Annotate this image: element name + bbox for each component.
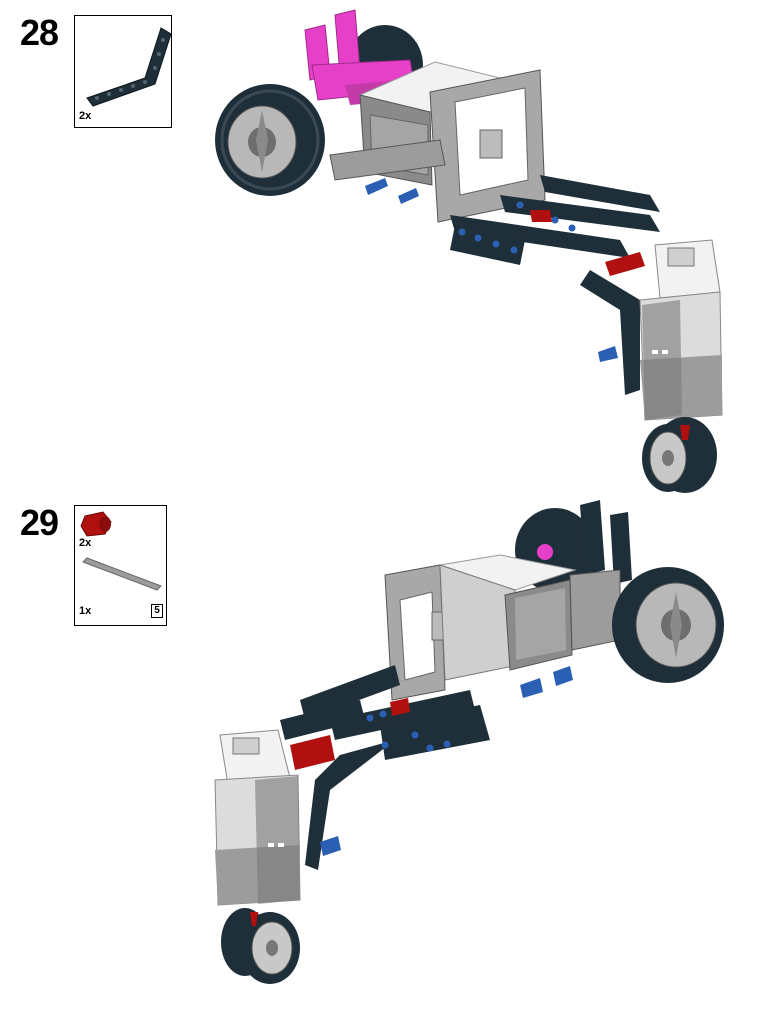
dark-beams-icon — [280, 665, 490, 870]
parts-callout: 2x 1x 5 — [74, 505, 167, 626]
robot-model-step-28 — [215, 9, 723, 493]
part-quantity: 1x — [79, 605, 92, 617]
axle-length-badge: 5 — [151, 604, 163, 618]
dark-beams-icon — [450, 175, 660, 395]
red-connector-icon — [530, 210, 645, 276]
part-quantity: 2x — [79, 110, 92, 122]
parts-callout: 2x — [74, 15, 172, 128]
small-wheel-icon — [642, 417, 717, 493]
red-connector-icon — [290, 698, 410, 770]
motor-block-icon — [439, 554, 621, 681]
l-beam-icon — [86, 27, 171, 107]
part-quantity: 2x — [79, 537, 92, 549]
blue-pin-icon — [365, 178, 419, 204]
small-wheel-icon — [221, 908, 300, 984]
medium-motor-icon — [214, 729, 301, 906]
red-bushing-icon — [80, 511, 112, 537]
frame-icon — [429, 69, 546, 223]
big-wheel-icon — [215, 84, 325, 196]
medium-motor-icon — [639, 239, 723, 421]
big-wheel-icon — [612, 567, 724, 683]
axle-icon — [82, 557, 162, 591]
step-number: 29 — [20, 502, 59, 543]
step-number: 28 — [20, 12, 59, 53]
